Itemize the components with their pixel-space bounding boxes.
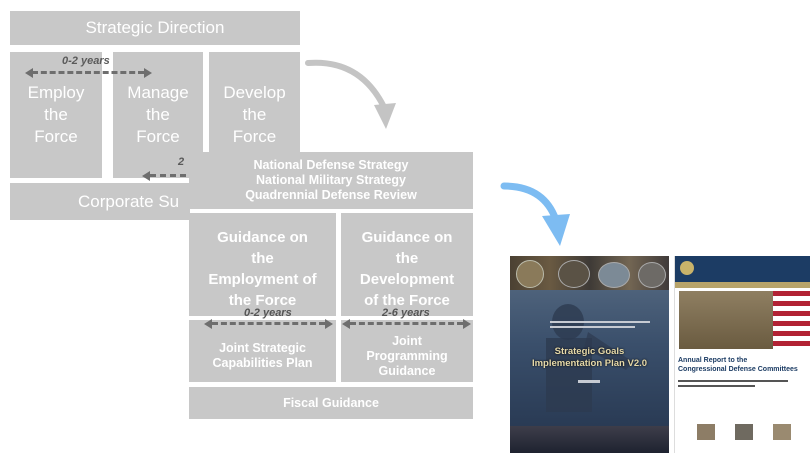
corporate-support-label: Corporate Su (78, 191, 180, 211)
cover-building-silhouette (510, 426, 669, 453)
development-guidance-label: Guidance on the Development of the Force (359, 229, 455, 309)
cover-title: Strategic Goals Implementation Plan V2.0 (531, 346, 648, 369)
fiscal-guidance-box: Fiscal Guidance (189, 387, 473, 419)
report-flag-photo (773, 291, 810, 349)
develop-force-label: Develop the Force (223, 83, 286, 146)
strategic-direction-box: Strategic Direction (10, 11, 300, 45)
years-right-label: 2-6 years (382, 307, 430, 319)
report-title: Annual Report to the Congressional Defen… (678, 357, 798, 373)
jscp-box: Joint Strategic Capabilities Plan (189, 320, 336, 382)
annual-report-cover: Annual Report to the Congressional Defen… (674, 256, 810, 453)
manage-force-label: Manage the Force (127, 83, 189, 146)
report-header-bar (675, 282, 810, 288)
strategic-direction-label: Strategic Direction (85, 18, 225, 37)
employment-guidance-label: Guidance on the Employment of the Force (208, 229, 317, 309)
cover-seal-photo (516, 260, 544, 288)
report-soldiers-photo (679, 291, 773, 349)
report-thumb-3 (773, 424, 791, 440)
report-subtitle-lines (678, 380, 788, 387)
cover-subtitle-lines (550, 321, 650, 331)
strategic-goals-plan-cover: Strategic Goals Implementation Plan V2.0 (510, 256, 669, 453)
legacy-years-label: 0-2 years (62, 55, 110, 67)
blue-curved-arrow (500, 182, 570, 246)
gray-curved-arrow (305, 59, 396, 129)
employment-guidance-box: Guidance on the Employment of the Force (189, 213, 336, 316)
cover-soldier-photo (558, 260, 590, 288)
legacy-years2-label: 2 (178, 156, 185, 168)
report-thumb-2 (735, 424, 753, 440)
report-seal-icon (680, 261, 694, 275)
years-left-label: 0-2 years (244, 307, 292, 319)
cover-date-line (578, 380, 600, 383)
employ-force-label: Employ the Force (27, 83, 85, 146)
cover-ship-photo (638, 262, 666, 288)
development-guidance-box: Guidance on the Development of the Force (341, 213, 473, 316)
jpg-box: Joint Programming Guidance (341, 320, 473, 382)
report-thumb-1 (697, 424, 715, 440)
corporate-support-box: Corporate Su (10, 183, 190, 220)
strategy-header-label: National Defense Strategy National Milit… (245, 158, 417, 202)
fiscal-guidance-label: Fiscal Guidance (283, 396, 379, 410)
jpg-label: Joint Programming Guidance (366, 333, 448, 378)
report-header-band (675, 256, 810, 282)
jscp-label: Joint Strategic Capabilities Plan (212, 341, 313, 370)
strategy-header-box: National Defense Strategy National Milit… (189, 152, 473, 209)
cover-aircraft-photo (598, 262, 630, 288)
